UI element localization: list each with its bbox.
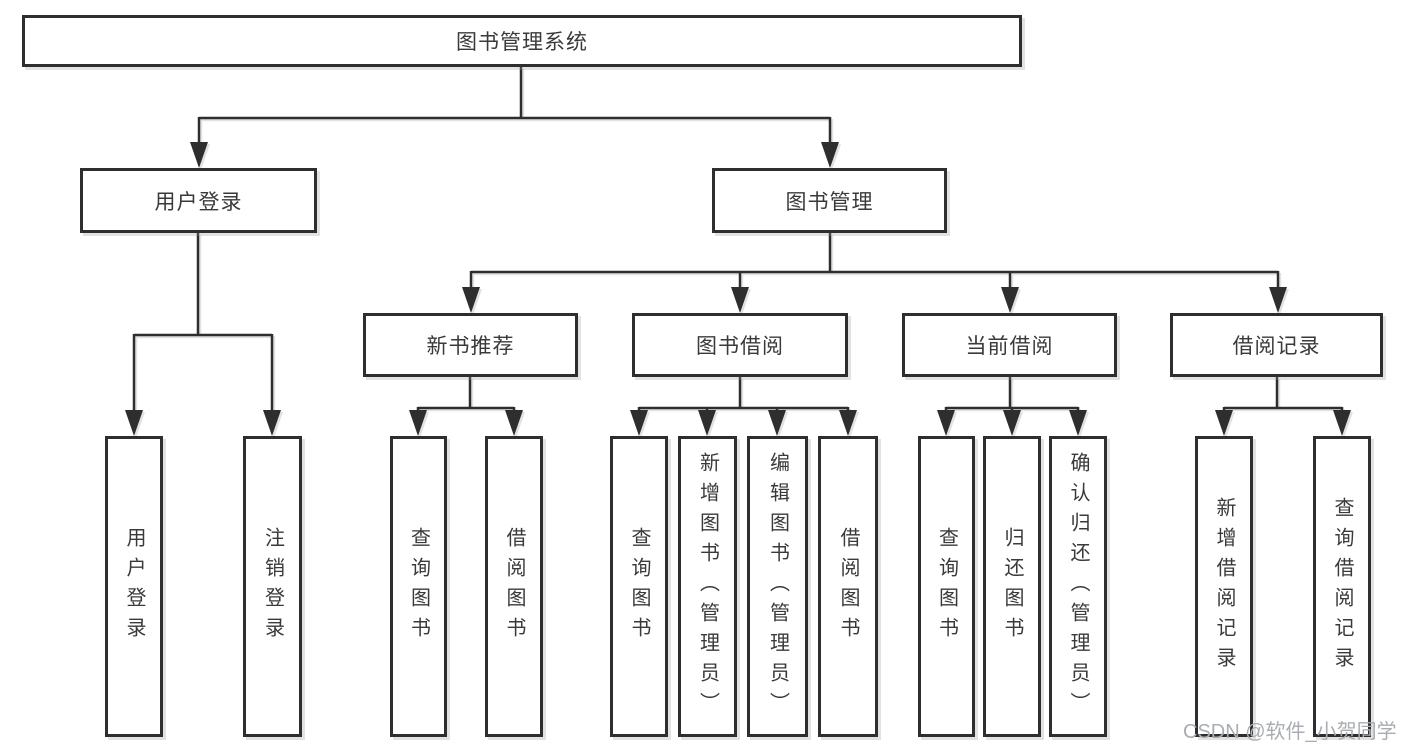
leaf-logout-login: 注销登录 bbox=[243, 436, 302, 737]
leaf-br-query-record: 查询借阅记录 bbox=[1313, 436, 1371, 737]
leaf-nb-query-books: 查询图书 bbox=[390, 436, 447, 737]
leaf-cb-query-books: 查询图书 bbox=[918, 436, 975, 737]
leaf-label: 借阅图书 bbox=[837, 526, 859, 647]
leaf-label: 新增图书（管理员） bbox=[696, 451, 719, 722]
leaf-cb-confirm-return-admin: 确认归还（管理员） bbox=[1049, 436, 1107, 737]
node-label: 图书借阅 bbox=[696, 335, 784, 358]
node-borrow-records: 借阅记录 bbox=[1170, 313, 1383, 377]
leaf-bb-edit-books-admin: 编辑图书（管理员） bbox=[747, 436, 808, 737]
node-label: 图书管理 bbox=[785, 190, 874, 214]
node-current-borrowing: 当前借阅 bbox=[902, 313, 1117, 377]
node-label: 当前借阅 bbox=[965, 335, 1054, 358]
arrowheads bbox=[125, 142, 1351, 436]
node-label: 借阅记录 bbox=[1232, 335, 1321, 358]
node-book-management: 图书管理 bbox=[712, 168, 947, 233]
node-new-book-recommend: 新书推荐 bbox=[363, 313, 578, 377]
leaf-label: 查询图书 bbox=[935, 526, 958, 647]
leaf-br-add-record: 新增借阅记录 bbox=[1195, 436, 1253, 737]
leaf-bb-add-books-admin: 新增图书（管理员） bbox=[678, 436, 737, 737]
node-label: 图书管理系统 bbox=[456, 31, 588, 54]
leaf-label: 新增借阅记录 bbox=[1213, 496, 1235, 677]
node-user-login: 用户登录 bbox=[80, 168, 317, 233]
node-library-system: 图书管理系统 bbox=[22, 15, 1022, 67]
csdn-watermark: CSDN @软件_小贺同学 bbox=[1183, 721, 1397, 743]
leaf-label: 查询图书 bbox=[628, 526, 650, 647]
leaf-label: 编辑图书（管理员） bbox=[766, 451, 789, 722]
leaf-label: 查询图书 bbox=[407, 526, 430, 647]
node-book-borrowing: 图书借阅 bbox=[632, 313, 848, 377]
leaf-bb-borrow-books: 借阅图书 bbox=[818, 436, 878, 737]
leaf-label: 归还图书 bbox=[1001, 526, 1023, 647]
leaf-bb-query-books: 查询图书 bbox=[610, 436, 668, 737]
leaf-user-login: 用户登录 bbox=[105, 436, 163, 737]
leaf-nb-borrow-books: 借阅图书 bbox=[485, 436, 543, 737]
leaf-label: 确认归还（管理员） bbox=[1067, 451, 1089, 722]
node-label: 用户登录 bbox=[154, 190, 243, 214]
leaf-cb-return-books: 归还图书 bbox=[983, 436, 1041, 737]
leaf-label: 注销登录 bbox=[261, 526, 284, 647]
leaf-label: 用户登录 bbox=[123, 526, 145, 647]
node-label: 新书推荐 bbox=[426, 335, 515, 358]
leaf-label: 查询借阅记录 bbox=[1331, 496, 1353, 677]
leaf-label: 借阅图书 bbox=[503, 526, 525, 647]
